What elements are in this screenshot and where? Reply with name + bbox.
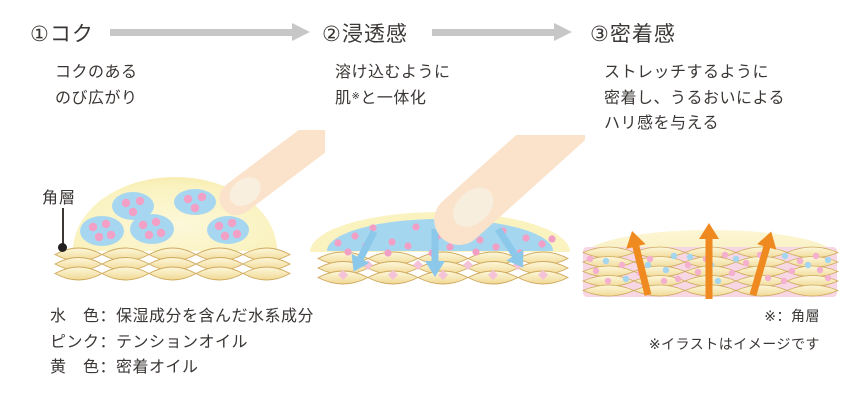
illustration-step3 — [578, 215, 843, 305]
finger-illustration — [219, 130, 325, 216]
footnote-illustration: ※イラストはイメージです — [648, 336, 820, 352]
illustration-step3-svg — [582, 223, 839, 299]
stratum-corneum-pointer-line — [62, 208, 64, 246]
step2-desc-line2-pre: 肌 — [335, 89, 352, 107]
step1-desc: コクのある のび広がり — [55, 60, 138, 111]
legend-line-yellow: 黄 色：密着オイル — [50, 359, 199, 376]
fingernail — [229, 177, 261, 206]
step2-title: ②浸透感 — [322, 23, 408, 46]
step1-title: ①コク — [30, 23, 94, 46]
step2-desc-line2-sup: ※ — [351, 90, 361, 102]
step1-desc-line1: コクのある — [55, 64, 138, 81]
step3-desc-line3: ハリ感を与える — [604, 115, 720, 132]
step3-desc: ストレッチするように 密着し、うるおいによる ハリ感を与える — [604, 60, 785, 137]
step2-desc-line2-post: と一体化 — [360, 89, 427, 107]
illustration-step1 — [35, 130, 325, 290]
legend-line-pink: ピンク：テンションオイル — [50, 333, 249, 351]
penetration-arrows — [351, 227, 524, 277]
footnotes: ※：角層 ※イラストはイメージです — [649, 302, 820, 358]
step2-desc-line2: 肌※と一体化 — [335, 86, 451, 112]
step3-title: ③密着感 — [590, 23, 676, 46]
step3-desc-line1: ストレッチするように — [604, 64, 770, 81]
flow-arrow-2 — [432, 23, 572, 41]
flow-arrow-1 — [110, 23, 310, 41]
stratum-corneum-pointer-dot — [58, 243, 67, 252]
lift-arrows — [626, 223, 777, 299]
finger-illustration — [434, 135, 585, 245]
skin-cell-rows — [54, 247, 291, 281]
cell-gap-highlights — [338, 260, 548, 280]
step2-desc: 溶け込むように 肌※と一体化 — [335, 60, 451, 111]
color-legend: 水 色：保湿成分を含んだ水系成分 ピンク：テンションオイル 黄 色：密着オイル — [50, 304, 314, 381]
illustration-step2 — [300, 135, 585, 295]
step1-desc-line2: のび広がり — [55, 89, 138, 107]
step2-desc-line1: 溶け込むように — [335, 64, 451, 81]
fingernail — [453, 187, 494, 227]
illustration-step1-svg — [54, 130, 325, 281]
step3-desc-line2: 密着し、うるおいによる — [604, 89, 786, 107]
illustration-step2-svg — [310, 135, 585, 285]
footnote-stratum: ※：角層 — [764, 308, 820, 324]
legend-line-water: 水 色：保湿成分を含んだ水系成分 — [50, 308, 315, 325]
stratum-corneum-label: 角層 — [42, 190, 77, 207]
tension-oil-dots — [88, 192, 242, 242]
